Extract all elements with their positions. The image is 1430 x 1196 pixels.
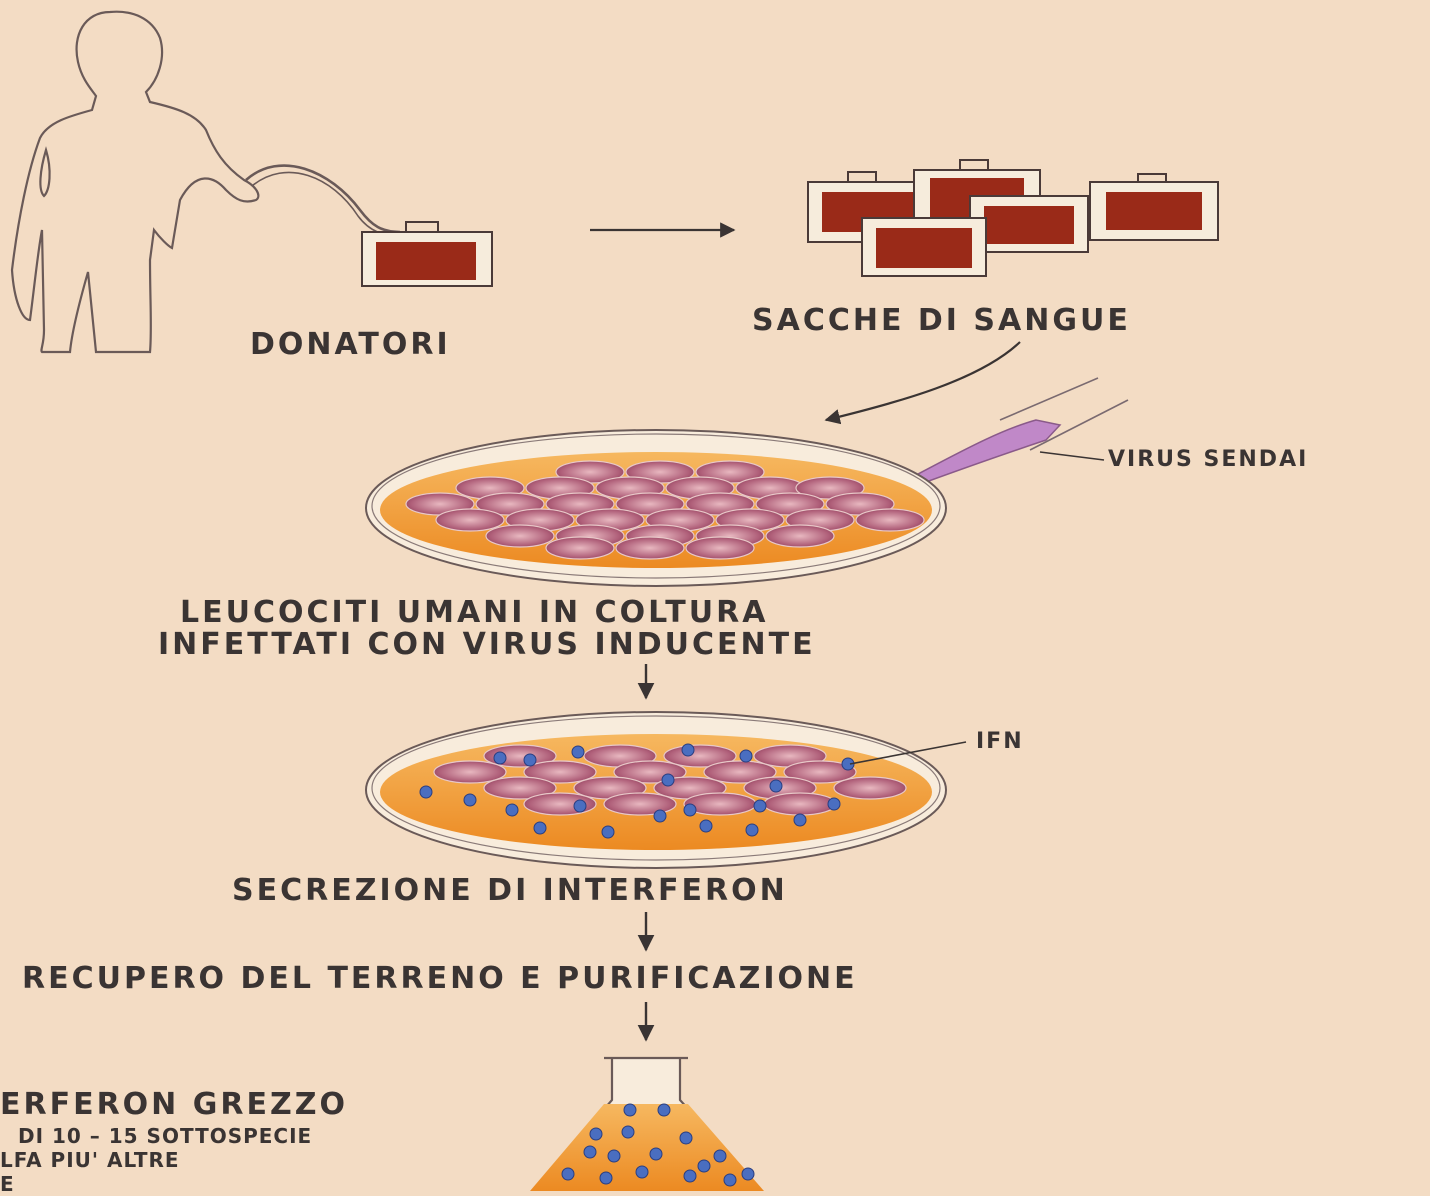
interferon-dot xyxy=(746,824,758,836)
interferon-dot xyxy=(684,1170,696,1182)
interferon-dot xyxy=(590,1128,602,1140)
interferon-dot xyxy=(524,754,536,766)
interferon-dot xyxy=(562,1168,574,1180)
leukocyte-cell xyxy=(686,537,754,559)
label-virus-sendai: VIRUS SENDAI xyxy=(1108,449,1308,471)
leukocyte-cell xyxy=(766,525,834,547)
label-culture-line2: INFETTATI CON VIRUS INDUCENTE xyxy=(158,630,816,660)
label-blood-bags: SACCHE DI SANGUE xyxy=(752,306,1131,336)
interferon-dot xyxy=(714,1150,726,1162)
interferon-dot xyxy=(828,798,840,810)
leukocyte-cell xyxy=(604,793,676,815)
interferon-dot xyxy=(494,752,506,764)
donor-figure-icon xyxy=(12,12,400,352)
interferon-dot xyxy=(770,780,782,792)
interferon-dot xyxy=(658,1104,670,1116)
leukocyte-cell xyxy=(486,525,554,547)
label-crude-line2: LFA PIU' ALTRE xyxy=(0,1150,180,1170)
leukocyte-cell xyxy=(436,509,504,531)
interferon-dot xyxy=(534,822,546,834)
leukocyte-cell xyxy=(764,793,836,815)
label-secretion: SECREZIONE DI INTERFERON xyxy=(232,876,788,906)
interferon-dot xyxy=(608,1150,620,1162)
leukocyte-cell xyxy=(546,537,614,559)
interferon-dot xyxy=(742,1168,754,1180)
interferon-dot xyxy=(680,1132,692,1144)
interferon-dot xyxy=(754,800,766,812)
interferon-dot xyxy=(464,794,476,806)
interferon-dot xyxy=(600,1172,612,1184)
interferon-dot xyxy=(624,1104,636,1116)
interferon-dot xyxy=(650,1148,662,1160)
leukocyte-cell xyxy=(616,537,684,559)
interferon-dot xyxy=(420,786,432,798)
label-ifn: IFN xyxy=(976,731,1024,753)
leukocyte-cell xyxy=(834,777,906,799)
petri-dish-leukocytes xyxy=(366,430,946,586)
interferon-dot xyxy=(654,810,666,822)
interferon-dot xyxy=(794,814,806,826)
interferon-dot xyxy=(602,826,614,838)
label-crude-line1: DI 10 – 15 SOTTOSPECIE xyxy=(18,1126,312,1146)
interferon-dot xyxy=(636,1166,648,1178)
blood-bag-icon xyxy=(362,222,492,286)
interferon-dot xyxy=(584,1146,596,1158)
label-crude-line3: E xyxy=(0,1174,15,1194)
leukocyte-cell xyxy=(856,509,924,531)
interferon-dot xyxy=(682,744,694,756)
interferon-dot xyxy=(662,774,674,786)
interferon-dot xyxy=(698,1160,710,1172)
blood-bags-group-icon xyxy=(808,160,1218,276)
petri-dish-interferon xyxy=(366,712,946,868)
interferon-dot xyxy=(506,804,518,816)
interferon-dot xyxy=(700,820,712,832)
label-donors: DONATORI xyxy=(250,330,451,360)
label-crude-title: ERFERON GREZZO xyxy=(0,1090,348,1120)
label-recovery: RECUPERO DEL TERRENO E PURIFICAZIONE xyxy=(22,964,858,994)
interferon-dot xyxy=(740,750,752,762)
interferon-dot xyxy=(572,746,584,758)
interferon-dot xyxy=(724,1174,736,1186)
arrow-bags-to-culture xyxy=(826,342,1020,420)
erlenmeyer-flask-icon xyxy=(530,1058,764,1191)
virus-sendai-leader xyxy=(1040,452,1104,460)
label-culture-line1: LEUCOCITI UMANI IN COLTURA xyxy=(180,598,768,628)
interferon-dot xyxy=(684,804,696,816)
interferon-dot xyxy=(622,1126,634,1138)
interferon-dot xyxy=(574,800,586,812)
